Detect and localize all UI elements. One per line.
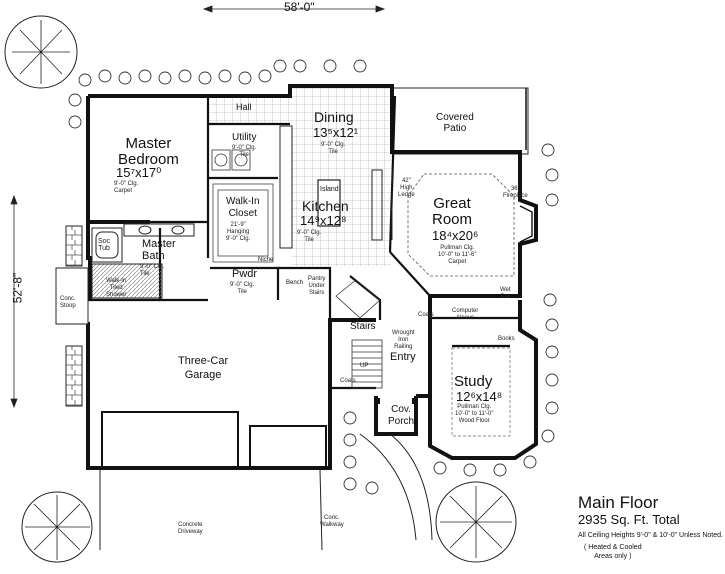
room-master-bedroom: Master Bedroom (118, 135, 179, 168)
niche-label: Niche (258, 257, 274, 263)
conc-stoop-label: Conc. Stoop (60, 296, 76, 309)
great-room-ceiling-outline (407, 173, 515, 277)
tile-floor-dining-kitchen (291, 88, 391, 266)
tile-floor-hall (208, 96, 292, 124)
books-label: Books (498, 336, 515, 342)
study-note: Pullman Clg. 10'-0" to 11'-0" Wood Floor (455, 404, 494, 424)
covered-porch-label: Cov. Porch (388, 404, 415, 427)
computer-alcove-label: Computer Alcove (452, 308, 479, 321)
walk-in-shower-label: Walk-In Tiled Shower (106, 278, 127, 298)
dining-note: 9'-0" Clg. Tile (321, 142, 346, 155)
kitchen-counters (279, 125, 393, 249)
room-covered-patio: Covered Patio (436, 112, 474, 134)
room-utility: Utility (232, 132, 257, 143)
stairs-label: Stairs (350, 321, 376, 332)
kitchen-size: 14⁹x12⁸ (300, 213, 347, 228)
kitchen-island-label: Island (320, 186, 339, 193)
room-hall: Hall (236, 102, 252, 112)
room-entry: Entry (390, 351, 416, 363)
walkway-label: Conc. Walkway (320, 515, 344, 528)
kitchen-island (317, 179, 341, 227)
master-bedroom-note: 9'-0" Clg. Carpet (114, 181, 139, 194)
coats-closet-upper-label: Coats (418, 312, 434, 318)
great-room-note: Pullman Clg. 10'-0" to 11'-6" Carpet (438, 245, 477, 265)
stairs-up-label: UP (360, 363, 369, 369)
room-walk-in-closet: Walk-In Closet (226, 196, 260, 219)
closet-rods (212, 183, 274, 263)
soc-tub-label: Soc Tub (98, 238, 111, 252)
room-three-car-garage: Three-Car Garage (178, 355, 229, 381)
powder-note: 9'-0" Clg. Tile (230, 282, 255, 295)
room-study: Study (454, 373, 493, 390)
soaking-tub (91, 227, 123, 263)
exterior-walls (86, 84, 538, 470)
dining-size: 13⁵x12¹ (313, 125, 359, 140)
stone-veneer-upper-left (65, 225, 83, 267)
bench-label: Bench (286, 280, 304, 286)
tree-bottom-left (21, 491, 93, 563)
garage-doors (101, 411, 327, 469)
kitchen-note: 9'-0" Clg. Tile (297, 230, 322, 243)
coats-closet-lower-label: Coats (340, 378, 356, 384)
plan-title: Main Floor (578, 493, 659, 512)
wet-bar-label: Wet Bar (500, 287, 511, 300)
ceiling-height-note: All Ceiling Heights 9'-0" & 10'-0" Unles… (578, 532, 723, 539)
driveway-label: Concrete Driveway (178, 522, 203, 535)
pantry-label: Pantry Under Stairs (308, 276, 326, 296)
stone-veneer-left (65, 345, 83, 407)
study-size: 12⁶x14⁸ (456, 389, 503, 404)
utility-note: 9'-0" Clg. Tile (232, 145, 257, 158)
concrete-stoop (55, 267, 89, 325)
room-dining: Dining (314, 109, 354, 125)
utility-appliances (211, 149, 251, 171)
shrubs (68, 59, 559, 495)
overall-depth-dimension: 52'-8" (10, 272, 25, 304)
room-great-room: Great Room (432, 195, 473, 228)
plan-area: 2935 Sq. Ft. Total (578, 512, 680, 527)
master-bedroom-size: 15⁷x17⁰ (116, 165, 162, 180)
stair-treads (335, 279, 383, 389)
dimension-line-top (202, 5, 386, 13)
fireplace-label: 36" Fireplace (503, 186, 528, 199)
study-ceiling-outline (451, 347, 511, 437)
high-ledge-note: 42" High Ledge (398, 178, 415, 198)
walk-in-shower-tile (91, 263, 163, 299)
walkway (359, 433, 433, 541)
room-kitchen: Kitchen (302, 198, 349, 214)
great-room-size: 18⁴x20⁶ (432, 228, 479, 243)
master-bath-note: 9'-0" Clg. Tile (140, 264, 165, 277)
interior-walls (88, 95, 520, 390)
tree-bottom-right (435, 481, 517, 563)
tree-top-left (4, 15, 78, 89)
walk-in-closet-note: 21'-9" Hanging 9'-0" Clg. (226, 222, 251, 242)
fireplace (519, 205, 533, 243)
heated-area-note: ( Heated & Cooled Areas only ) (584, 544, 642, 560)
bath-vanity (123, 223, 195, 237)
room-master-bath: Master Bath (142, 238, 176, 262)
porch-columns (374, 398, 418, 404)
room-powder: Pwdr (232, 268, 258, 280)
wrought-iron-label: Wrought Iron Railing (392, 330, 415, 350)
overall-width-dimension: 58'-0" (284, 0, 315, 14)
driveway (99, 469, 323, 551)
dimension-line-left (10, 194, 18, 409)
